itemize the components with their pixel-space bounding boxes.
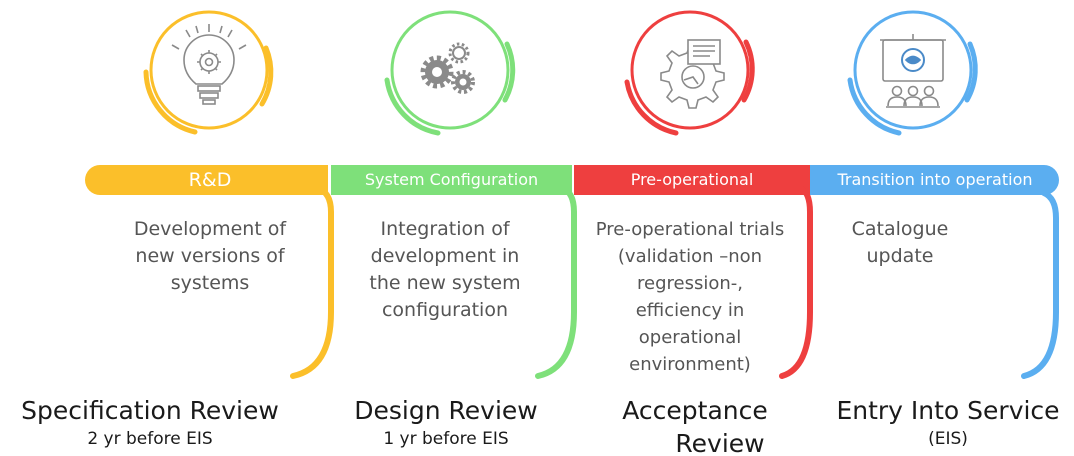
phase-label-rd: R&D	[188, 169, 232, 191]
milestone-title-acceptance: Acceptance	[622, 396, 768, 425]
milestone-title-review: Review	[675, 429, 765, 456]
phase-system-configuration-shape	[331, 10, 577, 379]
phase-label-pre-operational: Pre-operational	[630, 170, 754, 189]
milestone-subtitle-design-review: 1 yr before EIS	[383, 429, 509, 449]
milestone-title-specification-review: Specification Review	[21, 396, 279, 425]
phase-label-system-configuration: System Configuration	[364, 170, 539, 189]
gears-icon	[420, 42, 475, 94]
phase-description-system-configuration: Integration of development in the new sy…	[369, 218, 521, 321]
milestone-subtitle-eis: (EIS)	[928, 429, 968, 449]
phase-transition-shape	[810, 10, 1059, 379]
milestone-subtitle-specification-review: 2 yr before EIS	[87, 429, 213, 449]
lightbulb-gear-icon	[171, 24, 247, 105]
phase-label-transition: Transition into operation	[837, 170, 1033, 189]
milestone-title-design-review: Design Review	[354, 396, 538, 425]
presentation-audience-icon	[880, 34, 946, 108]
gear-document-icon	[660, 39, 725, 109]
phase-description-pre-operational: Pre-operational trials (validation –non …	[595, 219, 785, 375]
phase-pre-operational-shape	[574, 10, 813, 379]
milestone-title-entry-into-service: Entry Into Service	[836, 396, 1060, 425]
phase-description-rd: Development of new versions of systems	[133, 218, 287, 294]
phase-rd-shape	[85, 10, 334, 379]
phase-description-transition: Catalogue update	[851, 218, 949, 267]
